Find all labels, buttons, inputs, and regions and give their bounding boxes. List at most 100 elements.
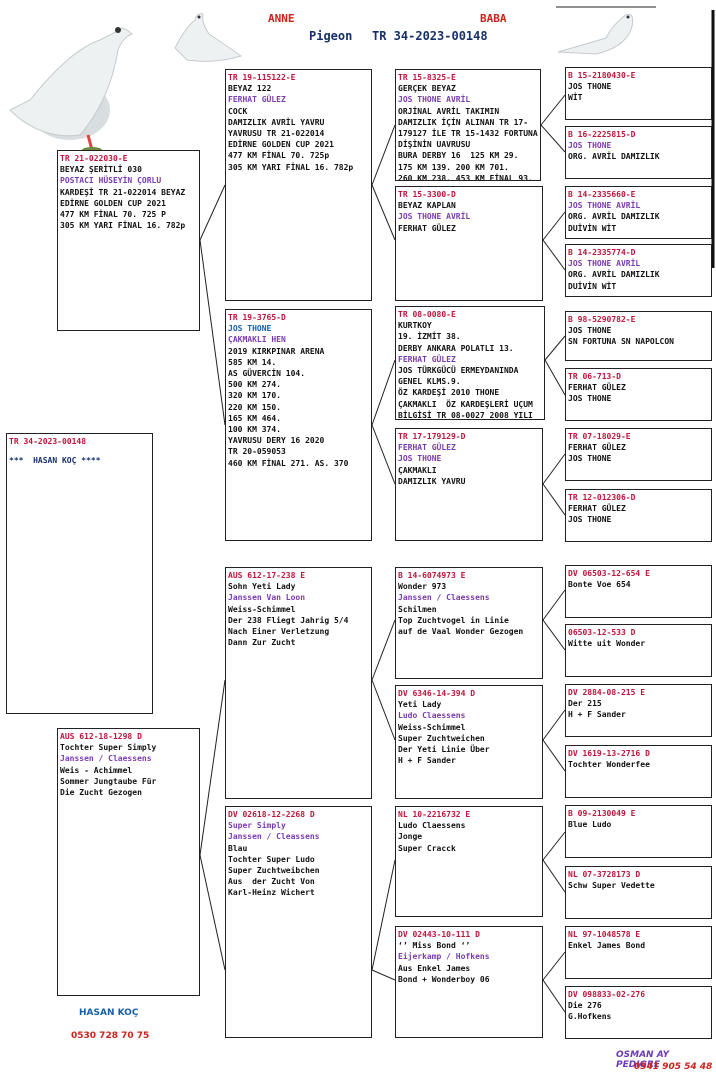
ring-number: NL 97-1048578 E [568, 930, 641, 939]
pedigree-line: ORG. AVRİL DAMIZLIK [568, 270, 660, 280]
pedigree-line: BEYAZ KAPLAN [398, 201, 456, 211]
pedigree-line: JOS THONE [568, 326, 612, 336]
pedigree-line: DUİVİN WİT [568, 223, 617, 233]
ring-number: TR 06-713-D [568, 372, 621, 381]
pedigree-line: Die Zucht Gezogen [60, 788, 142, 798]
ring-number: B 14-6074973 E [398, 571, 466, 580]
header-ring-number: TR 34-2023-00148 [372, 29, 488, 43]
pedigree-line: Wonder 973 [398, 582, 447, 592]
pedigree-line: Tochter Super Simply [60, 743, 157, 753]
pedigree-line: Tochter Super Ludo [228, 854, 315, 864]
pedigree-line: JOS THONE [568, 394, 612, 404]
pedigree-line: Dann Zur Zucht [228, 638, 296, 648]
pedigree-line: AS GÜVERCİN 104. [228, 369, 306, 379]
anne-label: ANNE [268, 12, 295, 25]
pedigree-line: H + F Sander [568, 710, 626, 720]
pedigree-line: Sommer Jungtaube Für [60, 776, 157, 786]
ring-number: AUS 612-17-238 E [228, 571, 306, 580]
gen3-box-8: DV 02443-10-111 D‘’ Miss Bond ‘’Eijerkam… [395, 926, 543, 1038]
pedigree-line: JOS TÜRKGÜCÜ ERMEYDANINDA [398, 366, 519, 376]
pedigree-line: FERHAT GÜLEZ [398, 223, 456, 233]
pedigree-line: Super Zuchtweibchen [228, 866, 320, 876]
pedigree-line: 179127 İLE TR 15-1432 FORTUNA [398, 129, 538, 139]
ring-number: TR 12-012306-D [568, 493, 636, 502]
pedigree-line: YAVRUSU TR 21-022014 [228, 129, 325, 139]
pedigree-line: Eijerkamp / Hofkens [398, 952, 490, 962]
pedigree-line: JOS THONE [568, 515, 612, 525]
pedigree-line: Yeti Lady [398, 700, 442, 710]
ring-number: NL 10-2216732 E [398, 810, 471, 819]
pedigree-line: EDİRNE GOLDEN CUP 2021 [228, 140, 334, 150]
pedigree-line: ÖZ KARDEŞİ 2010 THONE [398, 388, 500, 398]
pedigree-line: 165 KM 464. [228, 413, 281, 423]
pedigree-line: JOS THONE AVRİL [398, 95, 471, 105]
pedigree-line: Blau [228, 843, 248, 853]
pedigree-line: Janssen / Claessens [60, 754, 152, 764]
ring-number: NL 07-3728173 D [568, 870, 641, 879]
pedigree-line: ÇAKMAKLI ÖZ KARDEŞLERİ UÇUM [398, 399, 533, 409]
ring-number: DV 2884-08-215 E [568, 688, 646, 697]
ring-number: TR 07-18029-E [568, 432, 631, 441]
pedigree-line: JOS THONE [398, 454, 442, 464]
pedigree-line: Janssen / Cleassens [228, 832, 320, 842]
pedigree-line: Die 276 [568, 1001, 602, 1011]
pedigree-line: DİŞİNİN UAVRUSU [398, 140, 471, 150]
ring-number: B 14-2335774-D [568, 248, 636, 257]
pedigree-line: GENEL KLMS.9. [398, 377, 461, 387]
pedigree-line: DAMIZLIK İÇİN ALINAN TR 17- [398, 117, 529, 127]
pigeon-label: Pigeon [309, 29, 353, 43]
ring-number: DV 02443-10-111 D [398, 930, 480, 939]
pedigree-line: Der 238 Fliegt Jahrig 5/4 [228, 615, 349, 625]
pedigree-line: JOS THONE AVRİL [568, 201, 641, 211]
pedigree-line: ÇAKMAKLI [398, 465, 437, 475]
ring-number: 06503-12-533 D [568, 628, 636, 637]
pedigree-line: BURA DERBY 16 125 KM 29. [398, 151, 519, 161]
pedigree-line: COCK [228, 106, 248, 116]
ring-number: DV 098833-02-276 [568, 990, 646, 999]
pedigree-line: Top Zuchtvogel in Linie [398, 615, 509, 625]
pedigree-line: JOS THONE [568, 82, 612, 92]
pedigree-line: Nach Einer Verletzung [228, 627, 330, 637]
pedigree-line: Weiss-Schimmel [228, 604, 296, 614]
ring-number: TR 19-3765-D [228, 313, 286, 322]
pedigree-line: ORJİNAL AVRİL TAKIMIN [398, 106, 500, 116]
pedigree-line: Witte uit Wonder [568, 639, 646, 649]
pedigree-line: 477 KM FİNAL 70. 725p [228, 151, 330, 161]
ring-number: DV 6346-14-394 D [398, 689, 476, 698]
pedigree-line: FERHAT GÜLEZ [568, 383, 626, 393]
pedigree-line: Der 215 [568, 699, 602, 709]
owner-name: HASAN KOÇ [79, 1008, 139, 1018]
pedigree-line: G.Hofkens [568, 1012, 612, 1022]
white-pigeon-small-image [174, 13, 243, 62]
pedigree-line: KARDEŞİ TR 21-022014 BEYAZ [60, 187, 186, 197]
pedigree-line: YAVRUSU DERY 16 2020 [228, 436, 325, 446]
pedigree-line: 305 KM YARI FİNAL 16. 782p [228, 162, 354, 172]
pedigree-line: Janssen Van Loon [228, 593, 306, 603]
pedigree-line: 220 KM 150. [228, 402, 281, 412]
pedigree-line: KURTKOY [398, 321, 432, 331]
ring-number: TR 21-022030-E [60, 154, 128, 163]
ring-number: B 98-5290782-E [568, 315, 636, 324]
pedigree-line: BİLGİSİ TR 08-0027 2008 YILI [398, 410, 533, 420]
pedigree-line: SN FORTUNA SN NAPOLCON [568, 337, 674, 347]
pedigree-line: JOS THONE AVRİL [568, 259, 641, 269]
ring-number: TR 15-8325-E [398, 73, 456, 82]
pedigree-line: ORG. AVRİL DAMIZLIK [568, 212, 660, 222]
pedigree-line: FERHAT GÜLEZ [398, 443, 456, 453]
ring-number: B 15-2180430-E [568, 71, 636, 80]
